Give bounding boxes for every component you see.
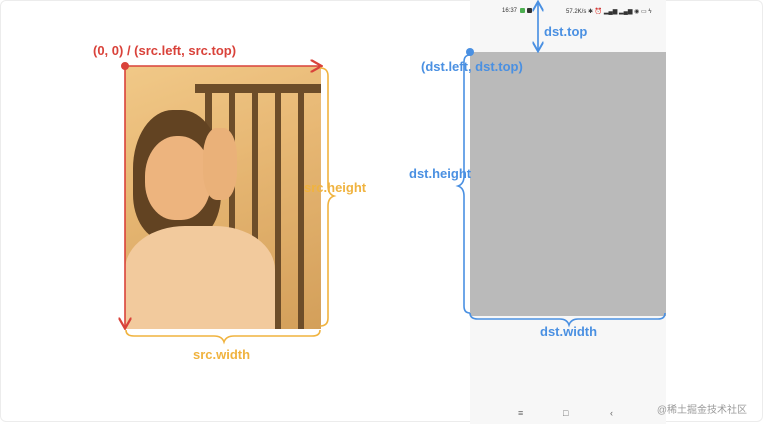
app-notification-icon-2 [527, 8, 532, 13]
nav-back-icon[interactable]: ‹ [610, 408, 613, 418]
watermark: @稀土掘金技术社区 [656, 405, 747, 416]
status-time: 16:37 [502, 8, 518, 14]
destination-rect [470, 52, 666, 316]
src-origin-dot [121, 62, 129, 70]
dst-origin-dot [466, 48, 474, 56]
source-photo [125, 66, 321, 329]
src-height-bracket [319, 67, 337, 327]
dst-width-bracket [469, 312, 666, 328]
dst-top-label: dst.top [544, 24, 588, 39]
app-notification-icon [520, 8, 525, 13]
dst-height-bracket [455, 54, 471, 314]
origin-label: (0, 0) / (src.left, src.top) [93, 43, 237, 58]
src-width-bracket [125, 329, 321, 345]
status-bar: 16:37 57.2K/s ✱ ⏰ ▂▄▆ ▂▄▆ ◉ ▭ ϟ [470, 0, 666, 22]
status-icons: 57.2K/s ✱ ⏰ ▂▄▆ ▂▄▆ ◉ ▭ ϟ [566, 9, 652, 15]
dst-width-label: dst.width [540, 324, 598, 339]
dst-height-label: dst.height [409, 166, 472, 181]
nav-home-icon[interactable]: □ [563, 408, 569, 418]
nav-menu-icon[interactable]: ≡ [518, 408, 524, 418]
src-width-label: src.width [193, 347, 251, 362]
src-height-label: src.height [304, 180, 367, 195]
dst-origin-label: (dst.left, dst.top) [421, 59, 523, 74]
